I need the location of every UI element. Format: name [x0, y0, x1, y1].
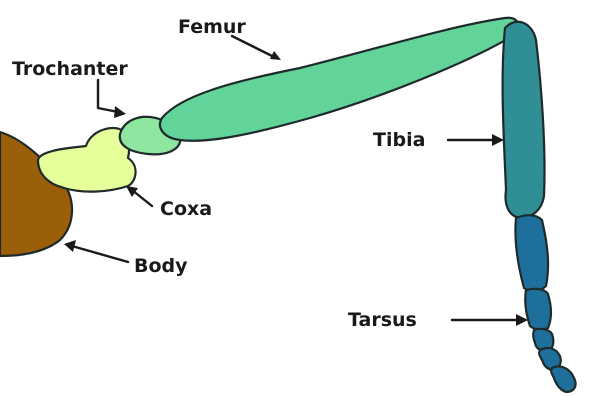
femur-leader-line — [232, 36, 276, 58]
label-coxa: Coxa — [160, 198, 212, 220]
tibia-segment — [503, 22, 545, 218]
label-trochanter: Trochanter — [12, 58, 128, 80]
label-body: Body — [134, 255, 188, 277]
label-tarsus: Tarsus — [348, 309, 417, 331]
trochanter-arrowhead — [114, 106, 126, 118]
label-femur: Femur — [178, 16, 246, 38]
body-leader-line — [72, 246, 128, 262]
tibia-arrowhead — [492, 134, 504, 146]
tarsus-segment-1 — [515, 215, 548, 291]
tarsus-segment-5 — [551, 366, 575, 392]
label-tibia: Tibia — [373, 129, 425, 151]
coxa-arrowhead — [126, 186, 138, 197]
body-arrowhead — [64, 240, 76, 252]
tarsus-segment-2 — [525, 289, 551, 330]
